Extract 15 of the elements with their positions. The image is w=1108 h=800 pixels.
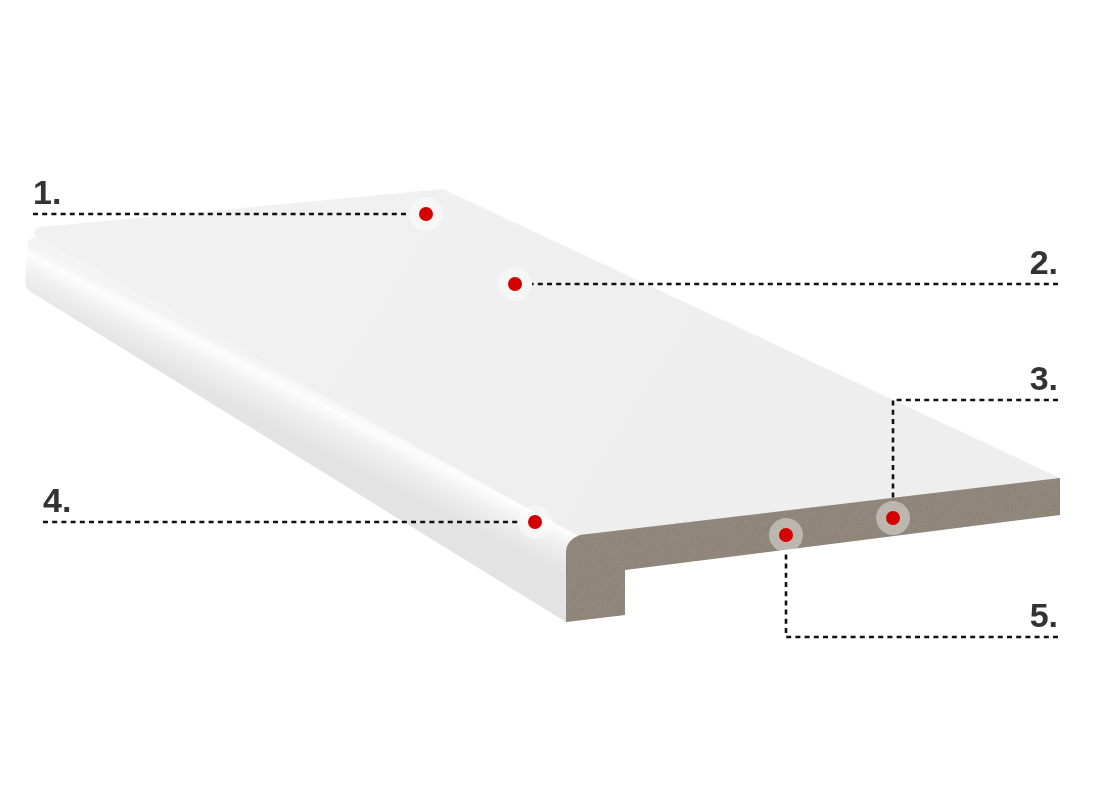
marker-dot-icon: [518, 505, 552, 539]
marker-dot-icon: [769, 518, 803, 552]
leader-line: [532, 282, 1058, 286]
callout-number: 5.: [1029, 593, 1058, 637]
callout-number: 3.: [1029, 356, 1058, 400]
callout-number: 1.: [33, 170, 62, 214]
marker-dot-icon: [409, 197, 443, 231]
callout-number: 2.: [1029, 240, 1058, 284]
marker-dot-icon: [876, 501, 910, 535]
leader-line: [784, 552, 1058, 639]
leader-line: [891, 398, 1058, 501]
marker-dot-icon: [498, 267, 532, 301]
leader-line: [33, 212, 409, 216]
leader-line: [43, 520, 518, 524]
callout-number: 4.: [43, 478, 72, 522]
